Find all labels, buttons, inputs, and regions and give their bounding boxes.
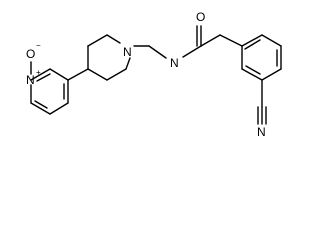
molecule-canvas: O N N N + O − N xyxy=(26,10,282,139)
bond xyxy=(87,68,108,81)
double-bond-inner xyxy=(36,73,51,82)
bond xyxy=(49,102,69,115)
bond xyxy=(219,34,243,47)
bond xyxy=(261,34,282,47)
piperidine-ring xyxy=(87,34,131,81)
bond xyxy=(241,34,263,47)
bond xyxy=(30,68,51,81)
double-bond-inner xyxy=(244,39,261,50)
double-bond-inner xyxy=(34,100,48,109)
structure-diagram: O N N N + O − N xyxy=(26,10,282,139)
bond xyxy=(87,34,108,47)
carbonyl-oxygen-label: O xyxy=(196,10,205,24)
bond xyxy=(106,34,121,44)
bond xyxy=(30,102,51,115)
pyridine-n-oxide-ring xyxy=(30,61,69,115)
double-bond-inner xyxy=(245,65,261,75)
nitrile-nitrogen-label: N xyxy=(257,125,266,139)
bond xyxy=(148,45,167,59)
n-oxide-charge: − xyxy=(36,41,41,50)
bond xyxy=(182,45,202,58)
piperidine-nitrogen-label: N xyxy=(123,45,132,59)
bond xyxy=(241,68,263,81)
n-oxide-oxygen-label: O xyxy=(26,47,35,61)
bond xyxy=(106,68,127,81)
benzene-ring xyxy=(200,34,282,81)
bond xyxy=(261,68,282,81)
pyridine-nitrogen-label: N xyxy=(26,73,35,87)
bond xyxy=(125,57,131,70)
pyridine-n-charge: + xyxy=(36,68,41,77)
bond xyxy=(49,68,69,81)
bond xyxy=(200,34,221,47)
amide-nitrogen-label: N xyxy=(170,56,179,70)
bond xyxy=(67,68,89,81)
